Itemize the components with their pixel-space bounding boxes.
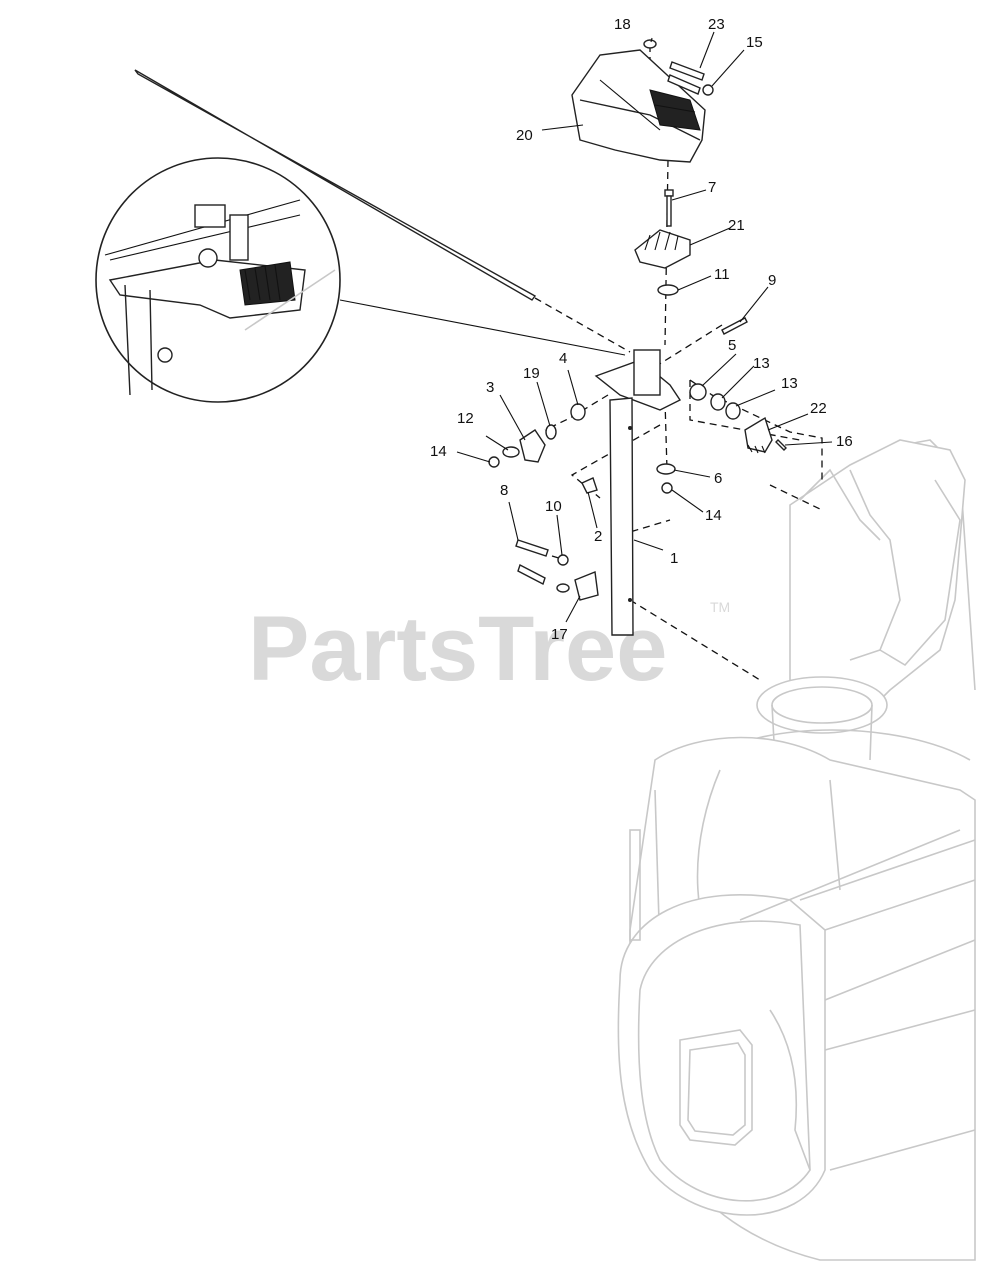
part-1-support xyxy=(594,349,682,636)
housing-ghost xyxy=(617,439,976,1261)
part-22-gear xyxy=(744,416,773,454)
part-21-gear xyxy=(634,229,691,269)
callout-4: 4 xyxy=(559,350,567,367)
callout-7: 7 xyxy=(708,179,716,196)
callout-16: 16 xyxy=(836,433,853,450)
part-10-nut xyxy=(557,554,569,566)
callout-9: 9 xyxy=(768,272,776,289)
callout-13-a: 13 xyxy=(753,355,770,372)
callout-17: 17 xyxy=(551,626,568,643)
callout-23: 23 xyxy=(708,16,725,33)
control-rod xyxy=(134,69,537,301)
callout-11: 11 xyxy=(714,266,730,283)
part-20-chute-cover xyxy=(571,49,706,163)
part-19-spring xyxy=(545,424,557,440)
callout-3: 3 xyxy=(486,379,494,396)
part-3-lever xyxy=(519,429,546,463)
callout-14-right: 14 xyxy=(705,507,722,524)
callout-8: 8 xyxy=(500,482,508,499)
callout-22: 22 xyxy=(810,400,827,417)
part-2-clip xyxy=(581,477,598,494)
leader-lines xyxy=(456,31,833,623)
part-14-nut-left xyxy=(488,456,500,468)
part-23-bolts xyxy=(667,61,705,95)
part-7-bolt xyxy=(664,189,674,227)
part-8-bolts xyxy=(515,539,549,585)
watermark: PartsTree TM xyxy=(248,598,730,700)
part-9-pin xyxy=(721,317,748,335)
callout-6: 6 xyxy=(714,470,722,487)
detail-inset xyxy=(95,157,626,403)
part-16-pin xyxy=(775,439,787,451)
part-14-nut-right xyxy=(661,482,673,494)
callout-20: 20 xyxy=(516,127,533,144)
part-18-screw xyxy=(643,39,657,49)
part-17-bracket xyxy=(556,571,599,601)
callout-19: 19 xyxy=(523,365,540,382)
part-15-nut xyxy=(702,84,714,96)
part-13-washers xyxy=(710,393,741,420)
callout-labels: 18 23 15 20 7 21 11 9 4 5 13 13 3 19 22 … xyxy=(430,16,853,643)
callout-13-b: 13 xyxy=(781,375,798,392)
part-5-bushing xyxy=(689,383,707,401)
watermark-text: PartsTree xyxy=(248,598,667,700)
callout-10: 10 xyxy=(545,498,562,515)
callout-21: 21 xyxy=(728,217,745,234)
callout-2: 2 xyxy=(594,528,602,545)
callout-15: 15 xyxy=(746,34,763,51)
part-4-bushing xyxy=(570,403,586,421)
callout-1: 1 xyxy=(670,550,678,567)
callout-14-left: 14 xyxy=(430,443,447,460)
part-11-washer xyxy=(657,284,679,296)
callout-12: 12 xyxy=(457,410,474,427)
callout-18: 18 xyxy=(614,16,631,33)
callout-5: 5 xyxy=(728,337,736,354)
watermark-trademark: TM xyxy=(710,599,730,615)
part-6-washer xyxy=(656,463,676,475)
